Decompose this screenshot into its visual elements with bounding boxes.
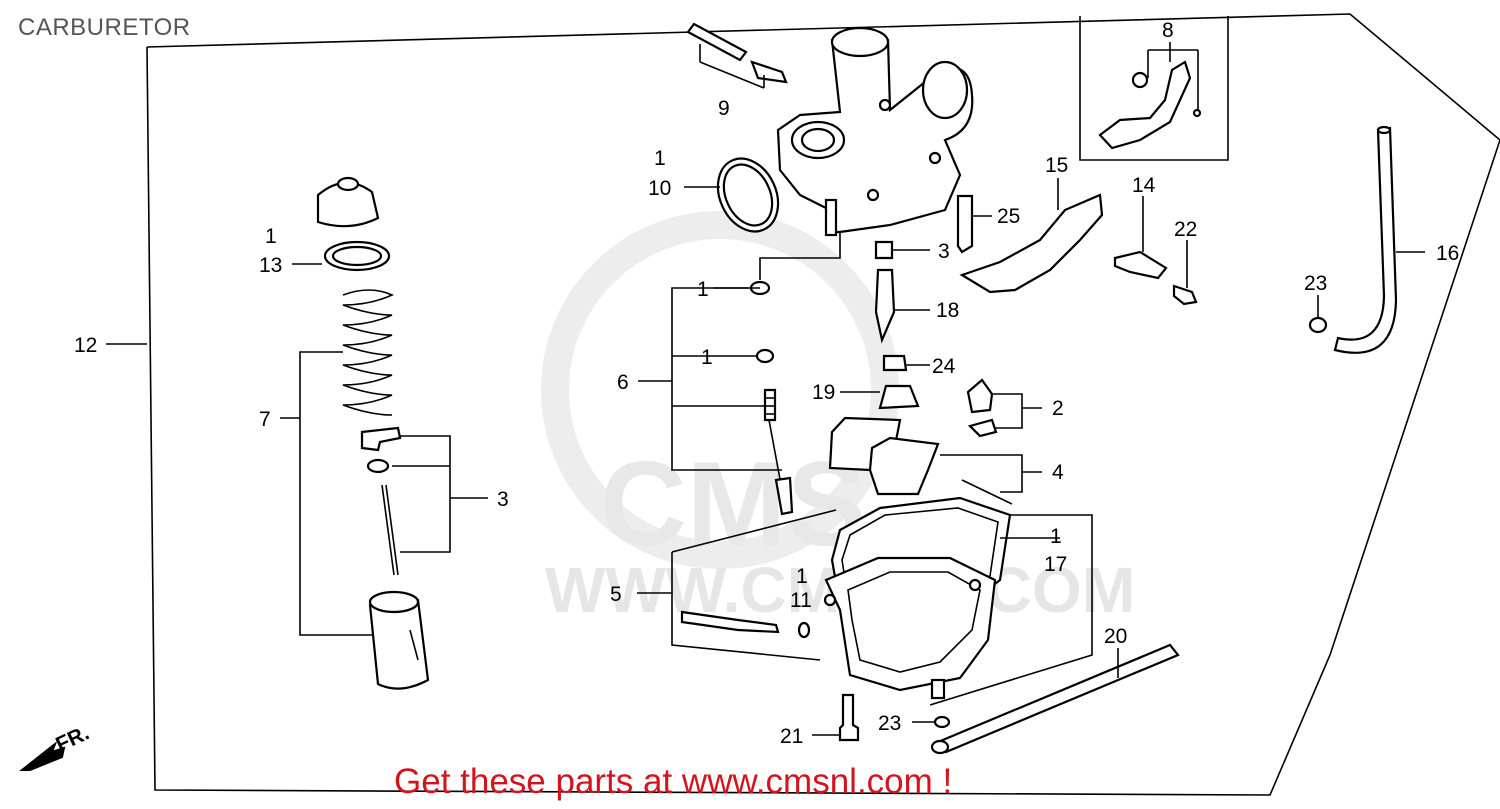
part-5-screw — [637, 509, 837, 661]
part-9-screw — [686, 22, 788, 89]
part-11-oring — [797, 621, 811, 639]
callouts: 1 10 9 8 1 13 12 7 3 1 1 6 25 3 18 24 19… — [74, 19, 1459, 748]
part-20-tube — [930, 643, 1180, 755]
callout-10: 10 — [648, 177, 671, 200]
callout-16: 16 — [1436, 242, 1459, 265]
part-cap — [316, 176, 380, 228]
callout-1-17: 1 — [1050, 525, 1062, 548]
callout-20: 20 — [1104, 625, 1127, 648]
part-8-lever — [1098, 42, 1202, 150]
callout-9: 9 — [718, 97, 730, 120]
part-14 — [1113, 196, 1168, 280]
callout-7: 7 — [259, 408, 271, 431]
callout-6: 6 — [617, 371, 629, 394]
callout-1-13: 1 — [265, 225, 277, 248]
part-needle-clip — [360, 426, 402, 576]
callout-11: 11 — [790, 589, 812, 612]
callout-1-top: 1 — [654, 147, 666, 170]
watermark-logo: CMS — [600, 437, 867, 571]
callout-17: 17 — [1044, 553, 1067, 576]
callout-13: 13 — [259, 254, 282, 277]
bracket-17 — [929, 514, 1093, 706]
part-jets-group-6 — [638, 232, 841, 516]
callout-3-left: 3 — [497, 488, 509, 511]
part-4-float — [828, 416, 1042, 505]
callout-1-b: 1 — [701, 346, 713, 369]
part-23-clip-bottom — [912, 715, 951, 729]
footer-link[interactable]: Get these parts at www.cmsnl.com ! — [394, 762, 953, 801]
callout-19: 19 — [812, 381, 835, 404]
callout-12: 12 — [74, 334, 97, 357]
callout-14: 14 — [1132, 174, 1156, 197]
callout-5: 5 — [610, 583, 622, 606]
callout-21: 21 — [780, 725, 803, 748]
callout-1-a: 1 — [697, 278, 709, 301]
callout-25: 25 — [997, 205, 1020, 228]
bracket-3-left — [392, 435, 488, 553]
part-15-lever — [959, 178, 1104, 294]
callout-23-right: 23 — [1304, 272, 1327, 295]
part-throttle-slide — [368, 590, 430, 690]
part-16-hose — [1333, 125, 1425, 354]
part-23-clip-right — [1308, 295, 1328, 334]
bracket-7 — [280, 351, 372, 636]
callout-1-11: 1 — [796, 565, 808, 588]
front-direction-arrow: FR. — [19, 721, 93, 771]
part-22-screw — [1172, 240, 1198, 306]
carburetor-body — [776, 26, 974, 237]
callout-15: 15 — [1045, 154, 1068, 177]
callout-23-bottom: 23 — [878, 712, 901, 735]
callout-3-mid: 3 — [938, 240, 950, 263]
callout-24: 24 — [932, 355, 956, 378]
part-spring — [342, 289, 394, 416]
inset-box — [1079, 16, 1229, 161]
diagram-title: CARBURETOR — [18, 14, 191, 41]
part-float-bowl — [823, 556, 997, 700]
part-21-drain-screw — [812, 693, 860, 742]
callout-4: 4 — [1052, 461, 1064, 484]
part-2-float-valve — [966, 378, 1042, 438]
callout-22: 22 — [1174, 218, 1197, 241]
part-10-oring — [684, 157, 780, 233]
callout-8: 8 — [1162, 19, 1174, 42]
part-18-needle-jet — [840, 240, 930, 410]
part-25 — [956, 194, 992, 254]
frame-outline — [146, 13, 1500, 796]
callout-2: 2 — [1052, 397, 1064, 420]
callout-18: 18 — [936, 299, 959, 322]
part-13-oring — [292, 240, 391, 272]
